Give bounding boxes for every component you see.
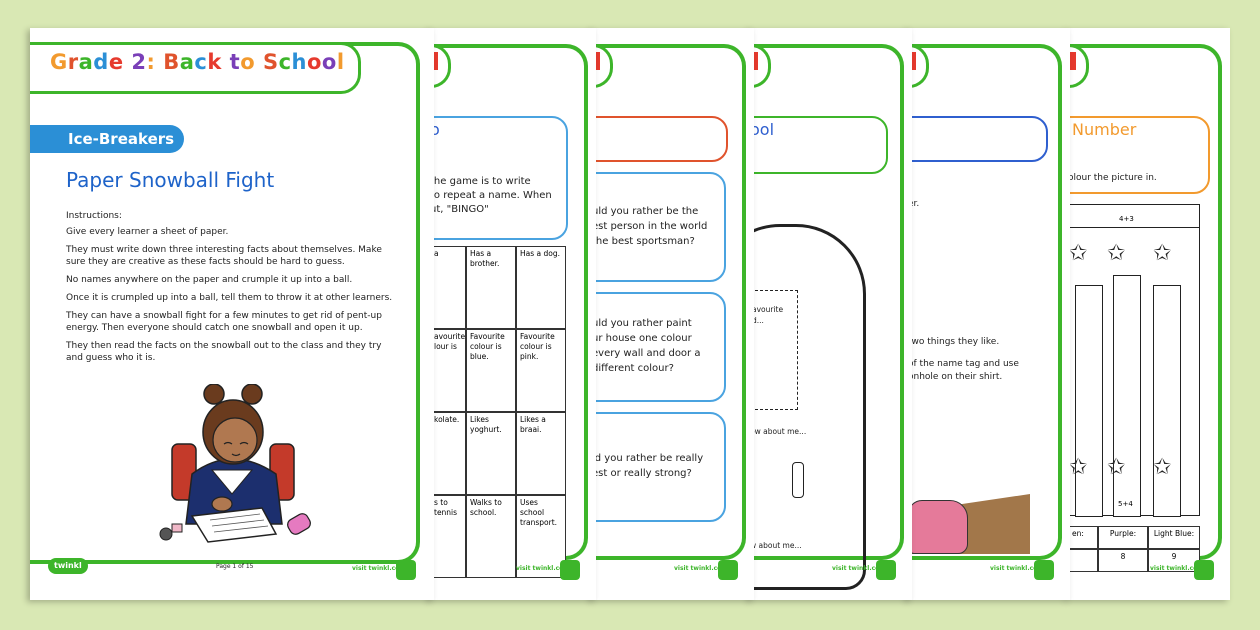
bingo-cell: Has a dog. [516,246,566,329]
page4-header: ool [750,120,775,139]
bingo-cell: kolate. [430,412,466,495]
question-text: ld you rather be really [592,453,704,464]
key-header: en: [1068,526,1098,549]
worksheet-page-3: uld you rather be the est person in the … [592,28,754,600]
worksheet-page-6: Number olour the picture in. 4+3 ✩ ✩ ✩ ✩… [1068,28,1230,600]
question-bubble [592,412,726,522]
question-text: different colour? [592,363,674,374]
backpack-label: w about me... [750,541,802,550]
bingo-cell: Uses school transport. [516,495,566,578]
pencil-shape [1075,285,1103,517]
page5-text: onhole on their shirt. [908,372,1003,382]
intro-fragment: o [430,120,440,139]
footer-url: visit twinkl.co.za [674,565,732,572]
page5-text: er. [908,199,920,209]
page6-header: Number [1072,120,1137,139]
question-text: every wall and door a [592,348,701,359]
question-bubble [592,172,726,282]
question-bubble [592,292,726,402]
twinkl-badge-icon [396,560,416,580]
question-text: uld you rather be the [592,206,699,217]
instruction-paragraph: They then read the facts on the snowball… [66,341,382,363]
page-title: Grade 2: Back to School [50,50,345,74]
footer-url: visit twinkl.co.za [1150,565,1208,572]
worksheet-page-5: er. two things they like. of the name ta… [908,28,1070,600]
question-text: est or really strong? [592,468,692,479]
worksheet-page-2: o the game is to write to repeat a name.… [430,28,596,600]
backpack-outline [750,224,866,590]
question-text: est person in the world [592,221,708,232]
question-text: ur house one colour [592,333,692,344]
twinkl-badge-icon [876,560,896,580]
star-icon: ✩ [1107,455,1126,480]
bingo-cell: Likes yoghurt. [466,412,516,495]
instruction-paragraph: No names anywhere on the paper and crump… [66,275,353,285]
page6-instruction: olour the picture in. [1068,173,1157,183]
bingo-cell: Walks to school. [466,495,516,578]
twinkl-badge-icon [560,560,580,580]
question-text: uld you rather paint [592,318,692,329]
pencil-shape [1113,275,1141,517]
star-icon: ✩ [1069,455,1088,480]
footer-url: visit twinkl.co.za [832,565,890,572]
intro-text: to repeat a name. When [430,190,552,201]
footer-url: visit twinkl.co.za [990,565,1048,572]
star-icon: ✩ [1153,455,1172,480]
bingo-cell: Favourite colour is blue. [466,329,516,412]
section-tab: Ice-Breakers [30,125,184,153]
twinkl-badge-icon [718,560,738,580]
instruction-paragraph: They must write down three interesting f… [66,245,382,267]
colouring-picture: 4+3 ✩ ✩ ✩ ✩ ✩ ✩ [1068,204,1200,517]
backpack-label: d... [752,316,764,325]
instruction-paragraph: They can have a snowball fight for a few… [66,311,382,333]
worksheet-page-4: ool avourite d... ow about me... w about… [750,28,912,600]
key-value: 8 [1098,549,1148,572]
footer-url: visit twinkl.co.za [352,565,410,572]
star-icon: ✩ [1153,241,1172,266]
bingo-cell: Has a brother. [466,246,516,329]
backpack-illustration [908,500,968,554]
star-icon: ✩ [1107,241,1126,266]
key-header: Light Blue: [1148,526,1200,549]
bingo-cell: s to tennis [430,495,466,578]
worksheet-page-1: Grade 2: Back to School Ice-Breakers Pap… [30,28,434,600]
page5-text: of the name tag and use [908,359,1019,369]
twinkl-badge-icon [1034,560,1054,580]
key-value [1068,549,1098,572]
backpack-zipper [792,462,804,498]
page5-text: two things they like. [908,337,1000,347]
twinkl-badge-icon [1194,560,1214,580]
footer-url: visit twinkl.co.za [516,565,574,572]
bingo-cell: Likes a braai. [516,412,566,495]
key-value: 9 [1148,549,1200,572]
question-text: the best sportsman? [592,236,695,247]
sum-label: 5+4 [1118,500,1133,508]
instruction-paragraph: Give every learner a sheet of paper. [66,227,229,237]
twinkl-logo: twinkl [48,558,88,574]
page-number: Page 1 of 15 [216,563,254,570]
bingo-cell: a [430,246,466,329]
bingo-cell: avourite lour is [430,329,466,412]
backpack-pocket [750,290,798,410]
activity-heading: Paper Snowball Fight [66,168,275,192]
key-header: Purple: [1098,526,1148,549]
intro-text: the game is to write [430,176,531,187]
backpack-label: ow about me... [750,427,807,436]
instructions-list: Give every learner a sheet of paper. The… [66,226,396,370]
colour-key-table: en: Purple: Light Blue: 8 9 [1068,526,1200,572]
pencil-shape [1153,285,1181,517]
intro-bubble [430,116,568,240]
sum-label: 4+3 [1119,215,1134,223]
instructions-label: Instructions: [66,211,122,221]
instruction-paragraph: Once it is crumpled up into a ball, tell… [66,293,393,303]
intro-text: ut, "BINGO" [430,204,489,215]
bingo-cell: Favourite colour is pink. [516,329,566,412]
star-icon: ✩ [1069,241,1088,266]
backpack-label: avourite [752,305,784,314]
girl-writing-illustration [159,384,311,543]
